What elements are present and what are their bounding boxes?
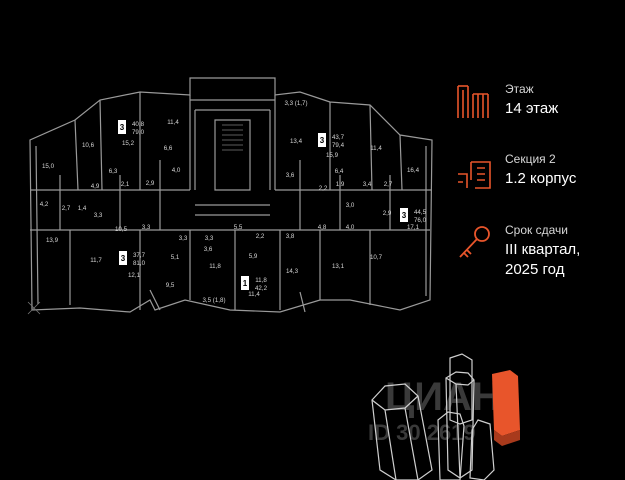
room-area-label: 2,9 [383, 210, 392, 217]
room-area-label: 3,3 [179, 235, 188, 242]
room-area-label: 3,3 [142, 224, 151, 231]
room-area-label: 3,3 [94, 212, 103, 219]
room-count-badge [400, 208, 408, 222]
section-value: 1.2 корпус [505, 170, 577, 187]
room-area-label: 4,8 [318, 224, 327, 231]
room-count-badge [119, 251, 127, 265]
room-area-label: 2,2 [319, 185, 328, 192]
room-count-badge [318, 133, 326, 147]
delivery-label: Срок сдачи [505, 223, 568, 237]
room-area-label: 4,0 [346, 224, 355, 231]
watermark-brand: ЦИАН [385, 375, 501, 419]
living-area: 11,8 [255, 277, 267, 284]
room-area-label: 15,2 [122, 140, 135, 147]
room-area-label: 10,6 [82, 142, 95, 149]
floor-info: Этаж 14 этаж [455, 82, 620, 127]
room-area-label: 11,4 [370, 145, 382, 152]
building-icon [457, 85, 489, 118]
room-area-label: 6,4 [335, 168, 344, 175]
total-area: 79,0 [132, 129, 145, 136]
room-area-label: 13,9 [46, 237, 59, 244]
room-area-label: 6,6 [164, 145, 173, 152]
total-area: 79,4 [332, 142, 345, 149]
room-area-label: 2,7 [62, 205, 71, 212]
apartment-badge[interactable]: 1 11,842,2 [241, 276, 268, 292]
room-area-label: 13,1 [332, 263, 345, 270]
room-area-label: 3,8 [286, 233, 295, 240]
room-area-label: 4,2 [40, 201, 49, 208]
room-area-label: 3,3 [205, 235, 214, 242]
room-area-label: 11,4 [248, 291, 260, 298]
room-area-label: 3,6 [286, 172, 295, 179]
total-area: 81,0 [133, 260, 146, 267]
room-area-label: 11,4 [167, 119, 179, 126]
section-info: Секция 2 1.2 корпус [455, 152, 620, 197]
room-count-badge [241, 276, 249, 290]
room-count: 3 [121, 254, 126, 263]
apartment-badge[interactable]: 3 37,781,0 [119, 251, 146, 267]
towers-illustration [371, 353, 475, 480]
room-area-label: 2,9 [146, 180, 155, 187]
apartment-badge[interactable]: 3 43,779,4 [318, 133, 345, 149]
delivery-value-line1: III квартал, [505, 241, 581, 258]
apartment-badge[interactable]: 3 44,576,0 [400, 208, 427, 224]
delivery-info: Срок сдачи III квартал, 2025 год [455, 223, 620, 283]
floor-value: 14 этаж [505, 100, 559, 117]
room-area-label: 3,0 [346, 202, 355, 209]
living-area: 37,7 [133, 252, 146, 259]
room-area-label: 2,7 [384, 181, 393, 188]
room-area-label: 3,6 [204, 246, 213, 253]
living-area: 43,7 [332, 134, 345, 141]
room-area-label: 11,7 [90, 257, 102, 264]
room-area-label: 13,4 [290, 138, 303, 145]
room-area-label: 6,3 [109, 168, 118, 175]
room-area-label: 17,1 [407, 224, 420, 231]
total-area: 76,0 [414, 217, 427, 224]
room-area-label: 11,8 [209, 263, 221, 270]
room-area-label: 14,3 [286, 268, 299, 275]
room-area-label: 4,0 [172, 167, 181, 174]
delivery-value-line2: 2025 год [505, 261, 565, 278]
key-icon [459, 226, 490, 258]
room-area-label: 1,9 [336, 181, 345, 188]
section-icon [458, 161, 491, 189]
room-area-label: 15,0 [42, 163, 55, 170]
room-area-label: 5,5 [234, 224, 243, 231]
room-area-label: 3,5 (1,8) [202, 297, 225, 304]
room-area-label: 9,5 [166, 282, 175, 289]
room-area-label: 4,9 [91, 183, 100, 190]
highlighted-tower [469, 370, 520, 480]
room-area-label: 1,4 [78, 205, 87, 212]
room-area-label: 5,9 [249, 253, 258, 260]
room-area-label: 2,2 [256, 233, 265, 240]
room-area-label: 15,9 [326, 152, 339, 159]
floor-label: Этаж [505, 82, 534, 96]
room-area-label: 12,1 [128, 272, 141, 279]
compass-icon [27, 301, 41, 315]
room-area-label: 5,1 [171, 254, 180, 261]
room-area-label: 3,3 (1,7) [284, 100, 307, 107]
room-area-label: 10,7 [370, 254, 383, 261]
room-count: 1 [243, 279, 248, 288]
section-label: Секция 2 [505, 152, 556, 166]
room-area-label: 3,4 [363, 181, 372, 188]
apartment-badge[interactable]: 3 40,879,0 [118, 120, 145, 136]
total-area: 42,2 [255, 285, 268, 292]
living-area: 40,8 [132, 121, 145, 128]
room-count: 3 [402, 211, 407, 220]
room-count: 3 [120, 123, 125, 132]
watermark: ЦИАН ID 30 2619 [368, 375, 501, 445]
room-count: 3 [320, 136, 325, 145]
room-area-label: 16,4 [407, 167, 420, 174]
living-area: 44,5 [414, 209, 427, 216]
room-area-label: 2,1 [121, 181, 130, 188]
room-count-badge [118, 120, 126, 134]
room-area-label: 10,5 [115, 226, 128, 233]
